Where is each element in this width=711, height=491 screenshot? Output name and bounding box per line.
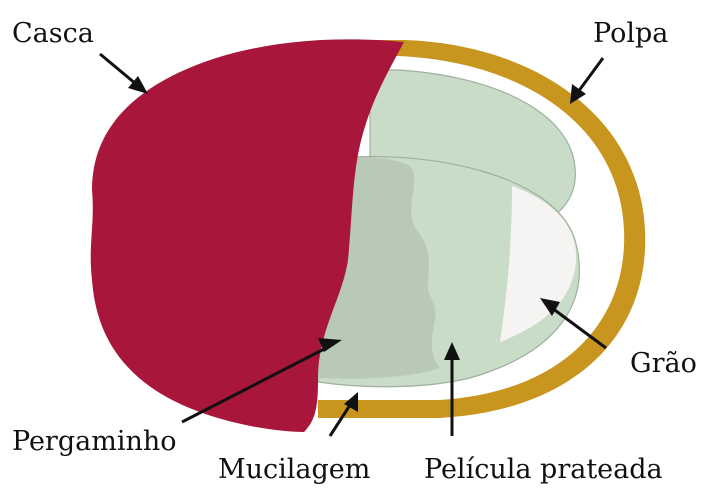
label-polpa: Polpa [593, 18, 668, 49]
polpa-arrow [578, 58, 603, 92]
label-grao: Grão [630, 348, 697, 379]
label-pelicula: Película prateada [424, 454, 663, 485]
label-casca: Casca [12, 18, 94, 49]
casca-arrow [100, 54, 136, 84]
label-pergaminho: Pergaminho [12, 426, 177, 457]
label-mucilagem: Mucilagem [218, 454, 370, 485]
